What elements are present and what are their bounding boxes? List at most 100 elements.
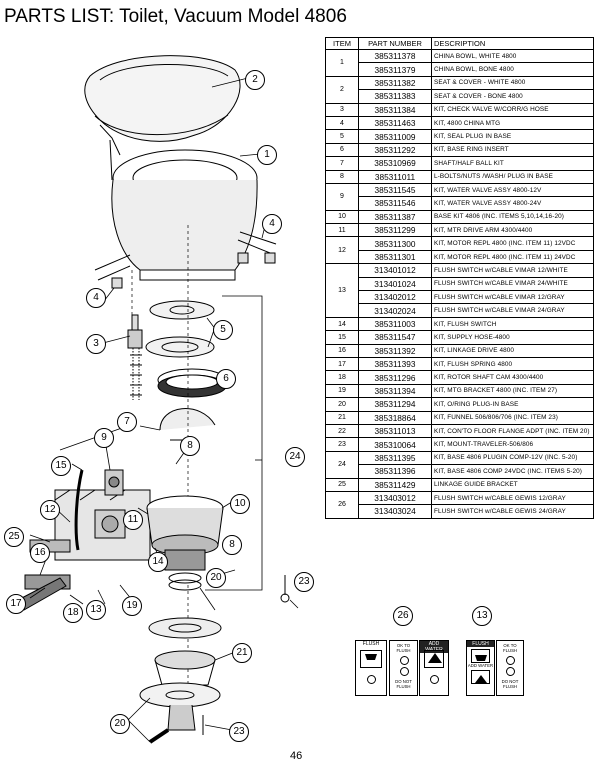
callout-1: 1 [257, 145, 277, 165]
callout-25: 25 [4, 527, 24, 547]
toilet-icon [365, 654, 377, 660]
col-header-part-number: PART NUMBER [358, 37, 432, 50]
item-number: 26 [325, 490, 359, 519]
part-description: LINKAGE GUIDE BRACKET [431, 477, 594, 492]
floor-flange-drawing [148, 617, 222, 686]
part-description: KIT, FLUSH SWITCH [431, 316, 594, 332]
part-number: 385311463 [358, 115, 432, 131]
part-description: KIT, MTR DRIVE ARM 4300/4400 [431, 223, 594, 238]
part-description: KIT, FLUSH SPRING 4800 [431, 356, 594, 372]
part-description: KIT, O/RING PLUG-IN BASE [431, 397, 594, 412]
china-bowl-drawing [99, 124, 258, 281]
callout-6: 6 [216, 369, 236, 389]
part-number: 385310969 [358, 156, 432, 171]
part-description: KIT, MOUNT-TRAVELER-506/806 [431, 437, 594, 452]
switch-26-add-water-panel: ADD WATER [419, 640, 449, 696]
callout-12: 12 [40, 500, 60, 520]
item-number: 4 [325, 115, 359, 131]
switch-26-flush-panel: FLUSH [355, 640, 387, 696]
mounting-bolts-left [94, 254, 131, 289]
base-kit-bracket-line [205, 295, 263, 591]
callout-26: 26 [393, 606, 413, 626]
part-number: 385311387 [358, 209, 432, 225]
water-valve-drawing [104, 469, 124, 496]
item-number: 7 [325, 156, 359, 171]
part-number: 313403024 [358, 504, 432, 519]
flush-button [471, 649, 490, 663]
part-description: KIT, CHECK VALVE W/CORR/G HOSE [431, 102, 594, 117]
do-not-flush-label: DO NOT FLUSH [501, 679, 519, 689]
callout-5: 5 [213, 320, 233, 340]
item-number: 23 [325, 437, 359, 452]
part-description: SHAFT/HALF BALL KIT [431, 156, 594, 171]
callout-19: 19 [122, 596, 142, 616]
part-description: KIT, LINKAGE DRIVE 4800 [431, 343, 594, 358]
check-valve-hose [127, 314, 143, 400]
water-drop-icon [475, 675, 487, 683]
part-number: 385311292 [358, 142, 432, 158]
callout-16: 16 [30, 543, 50, 563]
part-number: 313401024 [358, 276, 432, 292]
col-header-item: ITEM [325, 37, 359, 50]
callout-4: 4 [86, 288, 106, 308]
part-number: 385311545 [358, 182, 432, 198]
indicator-led [367, 675, 376, 684]
part-number: 385310064 [358, 437, 432, 452]
base-assembly-drawing [146, 495, 224, 584]
switch-13-flush-caption: FLUSH [467, 641, 494, 647]
switch-13-flush-panel: FLUSH ADD WATER [466, 640, 495, 696]
col-header-description: DESCRIPTION [431, 37, 594, 50]
callout-11: 11 [123, 510, 143, 530]
part-number: 385311013 [358, 423, 432, 439]
item-number: 14 [325, 316, 359, 332]
item-number: 12 [325, 236, 359, 265]
callout-14: 14 [148, 552, 168, 572]
part-description: CHINA BOWL, BONE 4800 [431, 62, 594, 77]
part-number: 385318864 [358, 410, 432, 425]
part-description: FLUSH SWITCH w/CABLE VIMAR 12/WHITE [431, 263, 594, 278]
callout-8: 8 [180, 436, 200, 456]
item-number: 1 [325, 49, 359, 77]
part-number: 385311382 [358, 75, 432, 91]
part-description: KIT, MOTOR REPL 4800 (INC. ITEM 11) 24VD… [431, 249, 594, 265]
part-number: 385311546 [358, 196, 432, 211]
part-number: 385311378 [358, 48, 432, 64]
part-number: 313401012 [358, 263, 432, 278]
indicator-led [430, 675, 439, 684]
item-number: 13 [325, 263, 359, 318]
item-number: 24 [325, 450, 359, 479]
callout-18: 18 [63, 603, 83, 623]
part-number: 385311383 [358, 89, 432, 104]
part-number: 385311003 [358, 316, 432, 332]
part-number: 385311299 [358, 223, 432, 238]
mounting-bolts-right [237, 231, 277, 264]
part-number: 385311394 [358, 383, 432, 399]
page-title: PARTS LIST: Toilet, Vacuum Model 4806 [4, 6, 347, 27]
item-number: 15 [325, 330, 359, 345]
seat-cover-drawing [84, 55, 241, 142]
seal-plug-drawing [149, 300, 215, 320]
part-description: KIT, 4800 CHINA MTG [431, 115, 594, 131]
part-number: 385311395 [358, 450, 432, 466]
part-number: 313402024 [358, 303, 432, 318]
oring-drawing [168, 579, 202, 591]
switch-13-status-panel: OK TO FLUSH DO NOT FLUSH [496, 640, 524, 696]
